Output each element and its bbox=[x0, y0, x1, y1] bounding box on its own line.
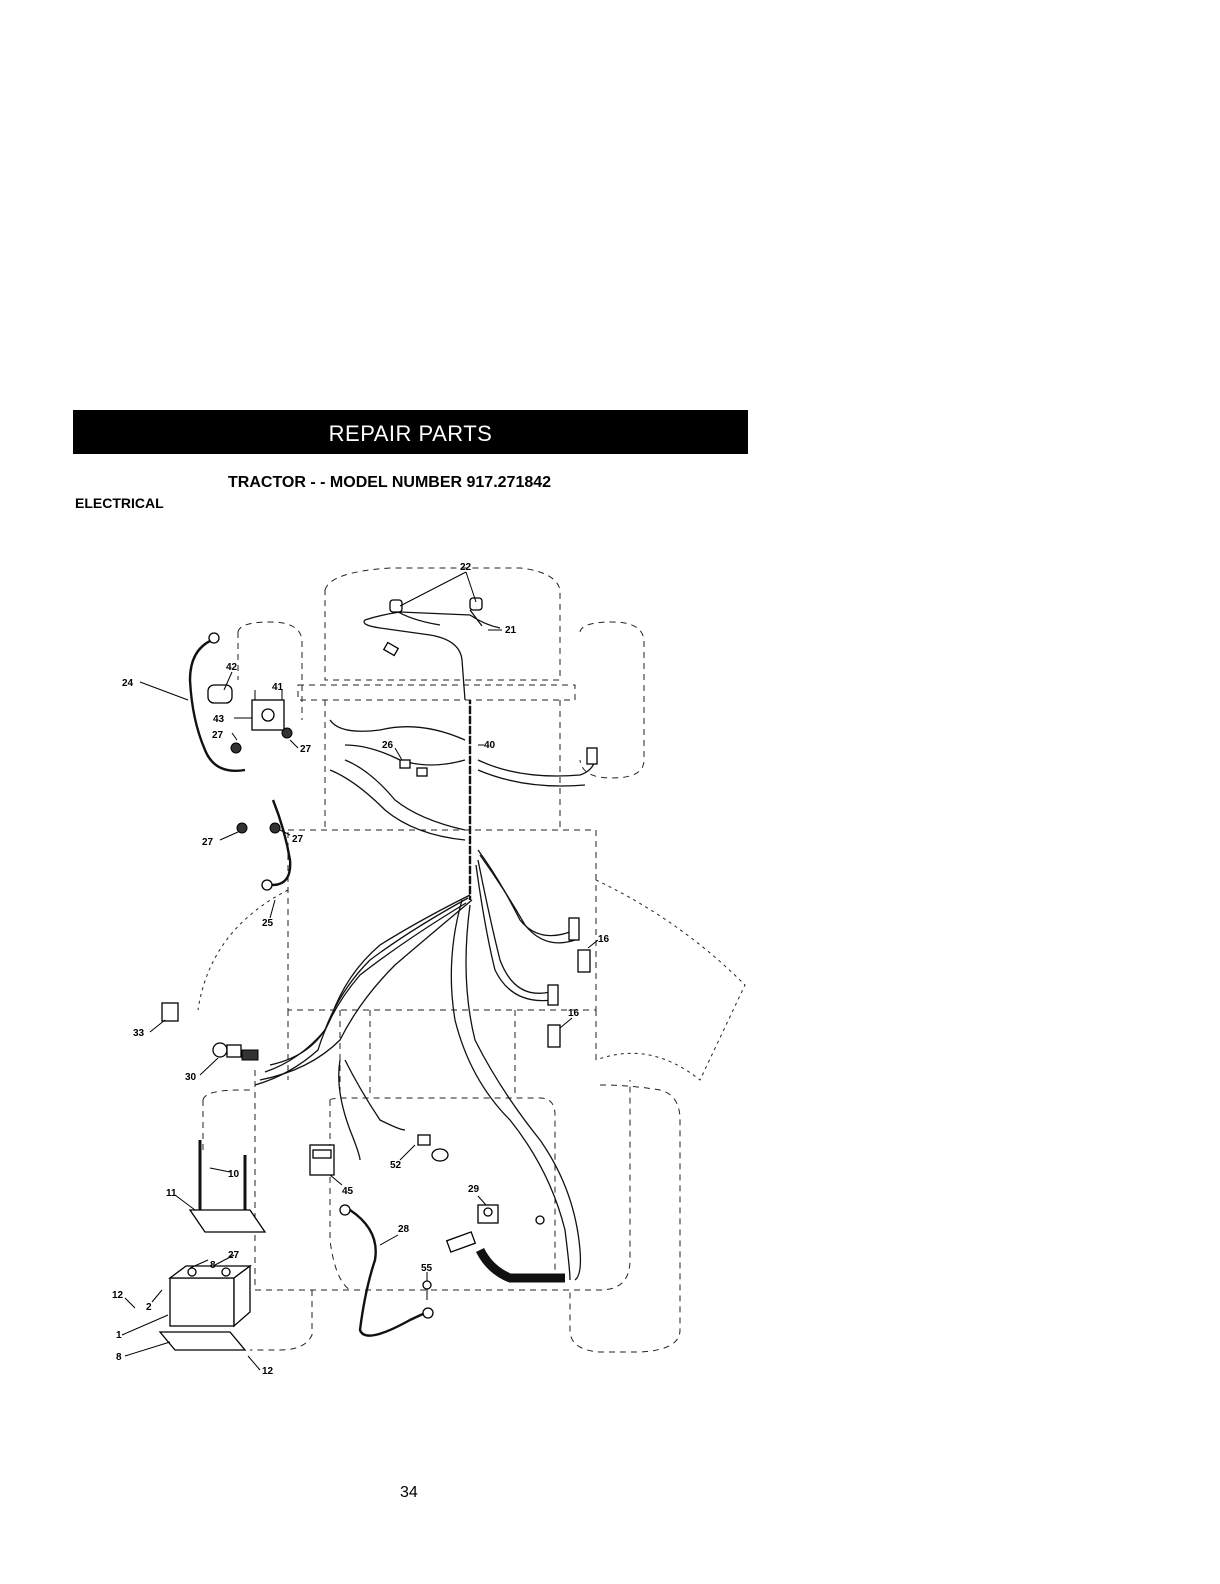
cable-terminals bbox=[208, 632, 545, 1319]
callout-43: 43 bbox=[213, 714, 225, 725]
fuse-52 bbox=[417, 1134, 449, 1162]
ignition-switch bbox=[212, 1042, 259, 1061]
callout-16a: 16 bbox=[598, 934, 610, 945]
callout-27e: 27 bbox=[228, 1250, 240, 1261]
callout-27a: 27 bbox=[212, 730, 224, 741]
callout-10: 10 bbox=[228, 1169, 240, 1180]
callout-1: 1 bbox=[116, 1330, 122, 1341]
callout-41: 41 bbox=[272, 682, 284, 693]
callout-8b: 8 bbox=[116, 1352, 122, 1363]
battery-hold-down bbox=[188, 1209, 267, 1233]
hold-down-rods bbox=[198, 1140, 247, 1215]
headlight-right bbox=[469, 597, 483, 611]
components bbox=[158, 597, 598, 1351]
interlock-switch-lower bbox=[547, 1024, 561, 1048]
callout-26: 26 bbox=[382, 740, 394, 751]
connector-right bbox=[547, 747, 598, 1006]
callout-28: 28 bbox=[398, 1224, 410, 1235]
callout-8a: 8 bbox=[210, 1260, 216, 1271]
callout-27d: 27 bbox=[292, 834, 304, 845]
section-label: ELECTRICAL bbox=[75, 495, 164, 511]
page-number: 34 bbox=[400, 1484, 418, 1501]
callout-25: 25 bbox=[262, 918, 274, 929]
seat-switch bbox=[309, 1144, 335, 1176]
fuse-holder bbox=[399, 759, 428, 777]
callout-12a: 12 bbox=[112, 1290, 124, 1301]
headlight-left bbox=[389, 599, 403, 613]
callout-27b: 27 bbox=[300, 744, 312, 755]
interlock-switch-upper bbox=[577, 949, 591, 973]
lock-nuts bbox=[230, 727, 293, 834]
callout-24: 24 bbox=[122, 678, 134, 689]
battery-tray bbox=[158, 1331, 247, 1351]
callout-labels: 22 21 24 42 41 43 27 27 27 27 27 26 40 2… bbox=[112, 562, 610, 1377]
plug-29 bbox=[477, 1204, 499, 1224]
repair-parts-banner: REPAIR PARTS bbox=[73, 410, 748, 454]
callout-30: 30 bbox=[185, 1072, 197, 1083]
battery bbox=[168, 1264, 252, 1328]
callout-leaders bbox=[121, 571, 599, 1371]
solenoid-bracket bbox=[207, 684, 233, 704]
callout-52: 52 bbox=[390, 1160, 402, 1171]
callout-16b: 16 bbox=[568, 1008, 580, 1019]
callout-33: 33 bbox=[133, 1028, 145, 1039]
callout-27c: 27 bbox=[202, 837, 214, 848]
callout-22: 22 bbox=[460, 562, 472, 573]
regulator bbox=[161, 1002, 179, 1022]
banner-title: REPAIR PARTS bbox=[328, 421, 493, 446]
model-subtitle: TRACTOR - - MODEL NUMBER 917.271842 bbox=[228, 474, 552, 491]
callout-11: 11 bbox=[166, 1188, 177, 1199]
callout-29: 29 bbox=[468, 1184, 480, 1195]
callout-2: 2 bbox=[146, 1302, 152, 1313]
headlight-connector bbox=[382, 641, 400, 657]
solenoid bbox=[251, 690, 285, 731]
plug-rear bbox=[445, 1231, 477, 1253]
callout-55: 55 bbox=[421, 1263, 433, 1274]
callout-40: 40 bbox=[484, 740, 496, 751]
callout-21: 21 bbox=[505, 625, 517, 636]
callout-12b: 12 bbox=[262, 1366, 274, 1377]
callout-42: 42 bbox=[226, 662, 238, 673]
tractor-ghost-outline bbox=[197, 567, 746, 1353]
callout-45: 45 bbox=[342, 1186, 354, 1197]
wiring-harness bbox=[188, 609, 597, 1337]
